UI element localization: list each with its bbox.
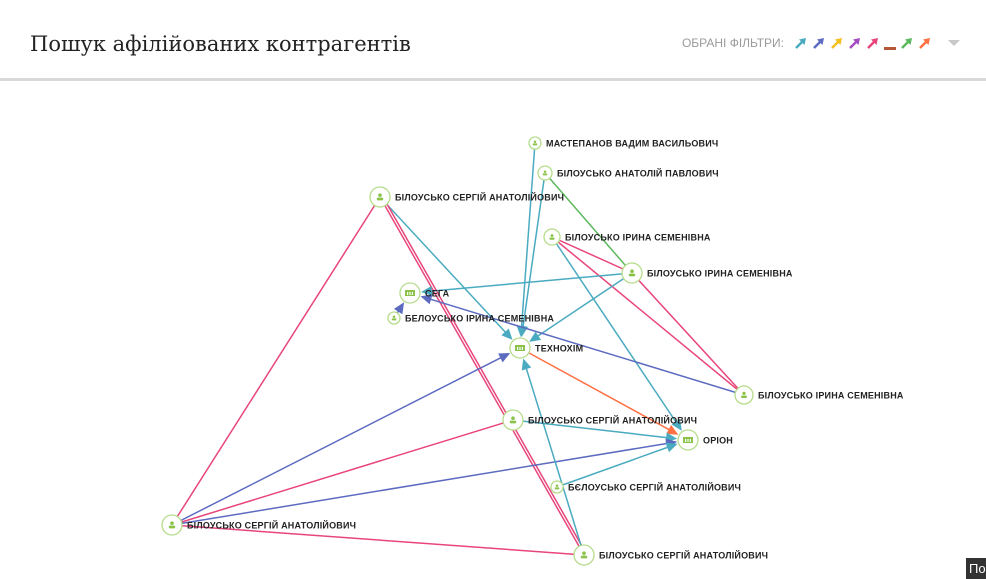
company-node[interactable]: ОРІОН <box>677 429 733 451</box>
page-title: Пошук афілійованих контрагентів <box>30 32 411 56</box>
filter-arrow-icon[interactable] <box>794 36 808 50</box>
node-label[interactable]: БІЛОУСЬКО ІРИНА СЕМЕНІВНА <box>565 233 711 243</box>
node-label[interactable]: БІЛОУСЬКО СЕРГІЙ АНАТОЛІЙОВИЧ <box>528 415 697 426</box>
node-label[interactable]: БЕЛОУСЬКО ІРИНА СЕМЕНІВНА <box>405 314 554 324</box>
person-icon <box>168 521 176 529</box>
person-node[interactable]: БІЛОУСЬКО СЕРГІЙ АНАТОЛІЙОВИЧ <box>502 409 697 431</box>
person-node[interactable]: БІЛОУСЬКО ІРИНА СЕМЕНІВНА <box>543 228 711 246</box>
filter-arrow-icon[interactable] <box>812 36 826 50</box>
graph-edge[interactable] <box>524 364 585 556</box>
person-icon <box>580 551 588 559</box>
graph-edge[interactable] <box>631 272 745 396</box>
edge-arrowhead-icon <box>420 286 433 297</box>
graph-edge[interactable] <box>520 142 536 332</box>
person-icon <box>391 315 397 321</box>
person-icon <box>741 391 747 399</box>
edge-arrowhead-icon <box>420 294 433 305</box>
graph-edge[interactable] <box>171 524 585 556</box>
graph-edge[interactable] <box>519 347 674 433</box>
node-label[interactable]: МАСТЕПАНОВ ВАДИМ ВАСИЛЬОВИЧ <box>546 139 718 149</box>
person-icon <box>509 416 517 424</box>
node-circle <box>543 228 561 246</box>
graph-edge[interactable] <box>551 236 680 427</box>
node-circle <box>369 186 391 208</box>
node-label[interactable]: БІЛОУСЬКО ІРИНА СЕМЕНІВНА <box>758 391 904 401</box>
edge-arrowhead-icon <box>665 442 678 453</box>
node-label[interactable]: БІЛОУСЬКО СЕРГІЙ АНАТОЛІЙОВИЧ <box>187 520 356 531</box>
person-node[interactable]: БІЛОУСЬКО ІРИНА СЕМЕНІВНА <box>734 385 904 405</box>
node-label[interactable]: СЕГА <box>425 289 450 299</box>
graph-edge[interactable] <box>556 445 673 488</box>
node-label[interactable]: ТЕХНОХІМ <box>535 344 583 354</box>
graph-edge[interactable] <box>521 172 546 332</box>
graph-edge[interactable] <box>379 196 509 337</box>
graph-edge[interactable] <box>533 272 633 340</box>
node-circle <box>537 165 553 181</box>
person-node[interactable]: БІЛОУСЬКО СЕРГІЙ АНАТОЛІЙОВИЧ <box>369 186 564 208</box>
node-label[interactable]: БІЛОУСЬКО СЕРГІЙ АНАТОЛІЙОВИЧ <box>395 192 564 203</box>
node-circle <box>550 480 564 494</box>
graph-edge[interactable] <box>426 297 745 396</box>
person-icon <box>628 269 636 277</box>
node-label[interactable]: БІЛОУСЬКО АНАТОЛІЙ ПАВЛОВИЧ <box>557 168 719 179</box>
person-icon <box>532 140 538 146</box>
graph-edge[interactable] <box>512 419 672 439</box>
edge-arrowhead-icon <box>498 352 511 363</box>
person-icon <box>554 484 560 490</box>
graph-edge[interactable] <box>544 172 633 274</box>
node-label[interactable]: БЄЛОУСЬКО СЕРГІЙ АНАТОЛІЙОВИЧ <box>568 482 741 493</box>
filter-arrow-icon[interactable] <box>918 36 932 50</box>
person-node[interactable]: МАСТЕПАНОВ ВАДИМ ВАСИЛЬОВИЧ <box>528 136 718 150</box>
building-icon <box>405 290 415 296</box>
filter-arrow-icon[interactable] <box>866 36 880 50</box>
building-icon <box>515 345 525 351</box>
node-label[interactable]: БІЛОУСЬКО ІРИНА СЕМЕНІВНА <box>647 269 793 279</box>
person-node[interactable]: БІЛОУСЬКО АНАТОЛІЙ ПАВЛОВИЧ <box>537 165 719 181</box>
node-circle <box>621 262 643 284</box>
graph-edge[interactable] <box>551 236 633 274</box>
edge-arrowhead-icon <box>529 331 542 342</box>
node-label[interactable]: ОРІОН <box>703 436 733 446</box>
person-node[interactable]: БІЛОУСЬКО ІРИНА СЕМЕНІВНА <box>621 262 793 284</box>
edge-arrowhead-icon <box>666 425 679 435</box>
affiliation-graph[interactable]: МАСТЕПАНОВ ВАДИМ ВАСИЛЬОВИЧ БІЛОУСЬКО АН… <box>0 82 986 579</box>
filter-arrow-icon[interactable] <box>848 36 862 50</box>
page-header: Пошук афілійованих контрагентів ОБРАНІ Ф… <box>0 0 986 81</box>
filter-line-icon[interactable] <box>884 46 896 50</box>
graph-edge[interactable] <box>379 196 585 556</box>
graph-edge[interactable] <box>171 355 506 526</box>
person-node[interactable]: БІЛОУСЬКО СЕРГІЙ АНАТОЛІЙОВИЧ <box>573 544 768 566</box>
graph-edge[interactable] <box>171 442 672 526</box>
filter-arrow-icon[interactable] <box>830 36 844 50</box>
node-label[interactable]: БІЛОУСЬКО СЕРГІЙ АНАТОЛІЙОВИЧ <box>599 550 768 561</box>
graph-edge[interactable] <box>426 272 633 293</box>
person-node[interactable]: БЕЛОУСЬКО ІРИНА СЕМЕНІВНА <box>387 311 554 325</box>
graph-edge[interactable] <box>171 196 381 526</box>
tooltip-fragment: По <box>966 558 986 579</box>
person-node[interactable]: БІЛОУСЬКО СЕРГІЙ АНАТОЛІЙОВИЧ <box>161 514 356 536</box>
company-node[interactable]: СЕГА <box>399 282 450 304</box>
filters-dropdown-caret-icon[interactable] <box>948 40 960 46</box>
edge-arrowhead-icon <box>393 302 405 315</box>
company-node[interactable]: ТЕХНОХІМ <box>509 337 583 359</box>
filters-label: ОБРАНІ ФІЛЬТРИ: <box>681 36 784 50</box>
filter-arrow-icon[interactable] <box>900 36 914 50</box>
graph-edge[interactable] <box>382 196 588 556</box>
graph-edge[interactable] <box>551 236 745 396</box>
graph-edge[interactable] <box>171 419 514 526</box>
edge-arrowhead-icon <box>501 328 513 340</box>
person-icon <box>376 193 384 201</box>
edge-arrowhead-icon <box>671 418 682 431</box>
person-node[interactable]: БЄЛОУСЬКО СЕРГІЙ АНАТОЛІЙОВИЧ <box>550 480 741 494</box>
building-icon <box>683 437 693 443</box>
person-icon <box>542 170 548 176</box>
edge-arrowhead-icon <box>521 358 532 371</box>
person-icon <box>549 234 555 240</box>
selected-filters: ОБРАНІ ФІЛЬТРИ: <box>682 36 960 50</box>
